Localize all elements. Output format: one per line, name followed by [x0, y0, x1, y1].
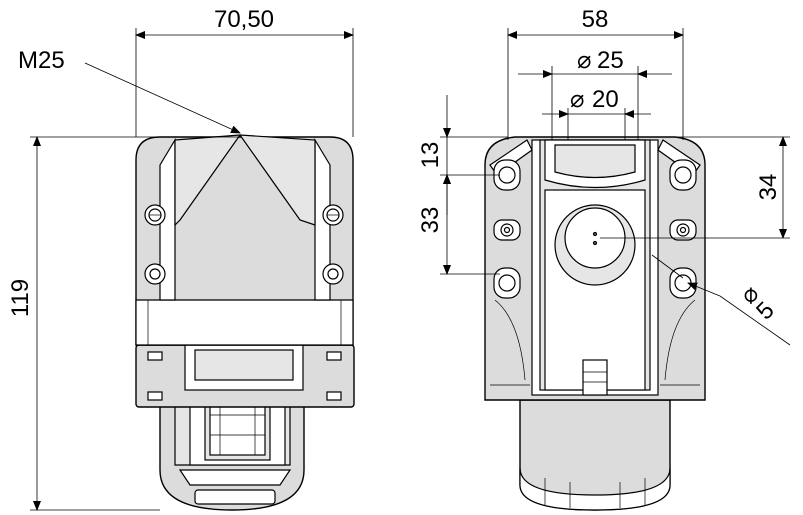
dia-outer-symbol: ⌀ [577, 47, 591, 74]
left-mounting-plate [135, 344, 355, 408]
right-width-label: 58 [582, 6, 609, 33]
dim-34: 34 [600, 136, 790, 239]
right-width-dimension: 58 [507, 6, 684, 140]
right-housing [484, 136, 706, 401]
left-width-dimension: 70,50 [135, 6, 354, 137]
dia-20-dimension: ⌀ 20 [542, 86, 651, 140]
center-height-label: 34 [755, 174, 782, 201]
dia-outer-value: 25 [597, 47, 624, 74]
dim-33: 33 [417, 174, 500, 275]
hole-spacing-label: 33 [417, 207, 444, 234]
left-housing [135, 133, 354, 346]
dia-25-dimension: ⌀ 25 [518, 47, 672, 140]
dia-inner-symbol: ⌀ [570, 86, 584, 113]
left-height-dimension: 119 [7, 136, 240, 511]
left-width-label: 70,50 [214, 6, 274, 33]
thread-leader: M25 [18, 47, 241, 134]
right-view: 58 ⌀ 25 ⌀ 20 13 [417, 6, 791, 511]
left-view: 70,50 M25 119 [7, 6, 355, 511]
dia-inner-value: 20 [592, 86, 619, 113]
top-offset-label: 13 [417, 142, 444, 169]
right-plug [519, 399, 671, 511]
thread-label: M25 [18, 47, 65, 74]
left-height-label: 119 [7, 279, 34, 317]
